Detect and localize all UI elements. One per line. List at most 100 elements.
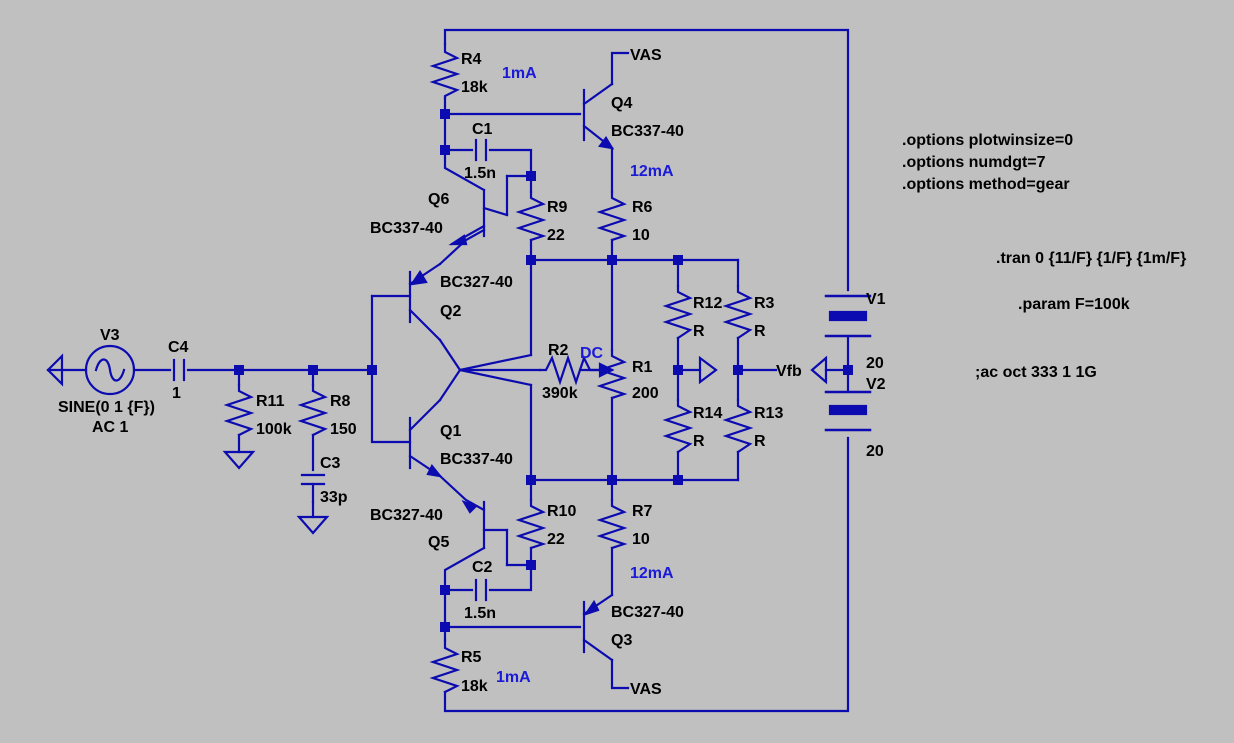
q3-current-note: 12mA — [630, 565, 674, 582]
v2-name: V2 — [866, 376, 886, 393]
C2-body — [474, 578, 488, 602]
directive-opt2: .options numdgt=7 — [902, 154, 1046, 171]
ground-v3 — [46, 353, 64, 387]
directive-param: .param F=100k — [1018, 296, 1130, 313]
c1-name: C1 — [472, 121, 493, 138]
R14-body — [662, 398, 694, 454]
R1-body — [596, 348, 628, 400]
r13-value: R — [754, 433, 766, 450]
r12-name: R12 — [693, 295, 722, 312]
Q2-symbol — [408, 262, 442, 342]
V2-symbol — [824, 368, 872, 432]
r12-value: R — [693, 323, 705, 340]
r2-dc-note: DC — [580, 345, 604, 362]
v3-ac: AC 1 — [92, 419, 129, 436]
q4-model: BC337-40 — [611, 123, 684, 140]
q2-name: Q2 — [440, 303, 461, 320]
Q6-symbol — [448, 188, 509, 246]
r1-name: R1 — [632, 359, 653, 376]
Q3-symbol — [582, 593, 614, 662]
q4-current-note: 12mA — [630, 163, 674, 180]
q4-name: Q4 — [611, 95, 632, 112]
r14-value: R — [693, 433, 705, 450]
C3-body — [300, 473, 326, 504]
r5-current-note: 1mA — [496, 669, 531, 686]
q6-model: BC337-40 — [370, 220, 443, 237]
r10-name: R10 — [547, 503, 576, 520]
Q4-symbol — [582, 82, 615, 150]
r7-name: R7 — [632, 503, 653, 520]
q2-model: BC327-40 — [440, 274, 513, 291]
r11-name: R11 — [256, 393, 285, 410]
r4-current-note: 1mA — [502, 65, 537, 82]
c3-value: 33p — [320, 489, 348, 506]
r4-value: 18k — [461, 79, 488, 96]
r6-value: 10 — [632, 227, 650, 244]
r10-value: 22 — [547, 531, 565, 548]
v3-name: V3 — [100, 327, 120, 344]
Q1-symbol — [408, 398, 443, 478]
r3-value: R — [754, 323, 766, 340]
R2-body — [538, 354, 602, 386]
ground-r11 — [222, 450, 256, 470]
r1-value: 200 — [632, 385, 659, 402]
c2-value: 1.5n — [464, 605, 496, 622]
R5-body — [429, 638, 461, 694]
r9-name: R9 — [547, 199, 568, 216]
q6-name: Q6 — [428, 191, 449, 208]
r14-name: R14 — [693, 405, 722, 422]
r6-name: R6 — [632, 199, 653, 216]
r2-value: 390k — [542, 385, 578, 402]
R3-body — [722, 284, 754, 340]
R13-body — [722, 398, 754, 454]
c1-value: 1.5n — [464, 165, 496, 182]
v1-name: V1 — [866, 291, 886, 308]
c4-name: C4 — [168, 339, 189, 356]
v2-value: 20 — [866, 443, 884, 460]
r8-name: R8 — [330, 393, 351, 410]
ground-r1-wiper — [698, 355, 718, 385]
q1-name: Q1 — [440, 423, 461, 440]
R4-body — [429, 42, 461, 100]
r4-name: R4 — [461, 51, 482, 68]
vas-bottom-label: VAS — [630, 681, 662, 698]
directive-opt3: .options method=gear — [902, 176, 1070, 193]
junctions — [234, 109, 853, 632]
q1-model: BC337-40 — [440, 451, 513, 468]
r5-value: 18k — [461, 678, 488, 695]
q5-name: Q5 — [428, 534, 449, 551]
directive-ac: ;ac oct 333 1 1G — [975, 364, 1097, 381]
r8-value: 150 — [330, 421, 357, 438]
R12-body — [662, 284, 694, 340]
r5-name: R5 — [461, 649, 482, 666]
V1-symbol — [824, 294, 872, 372]
c2-name: C2 — [472, 559, 493, 576]
R11-body — [223, 383, 255, 437]
directive-opt1: .options plotwinsize=0 — [902, 132, 1073, 149]
vfb-flag-arrow — [810, 355, 828, 385]
r2-name: R2 — [548, 342, 569, 359]
q3-model: BC327-40 — [611, 604, 684, 621]
q5-model: BC327-40 — [370, 507, 443, 524]
vfb-label: Vfb — [776, 363, 802, 380]
c4-value: 1 — [172, 385, 181, 402]
labels: R4 18k 1mA VAS Q4 BC337-40 12mA C1 1.5n … — [58, 47, 1186, 698]
r3-name: R3 — [754, 295, 775, 312]
c3-name: C3 — [320, 455, 341, 472]
wires — [46, 28, 850, 713]
v3-value: SINE(0 1 {F}) — [58, 399, 155, 416]
R8-body — [297, 383, 329, 437]
R6-body — [596, 190, 628, 242]
v1-value: 20 — [866, 355, 884, 372]
directive-tran: .tran 0 {11/F} {1/F} {1m/F} — [996, 250, 1186, 267]
C1-body — [474, 138, 488, 162]
r13-name: R13 — [754, 405, 783, 422]
R9-body — [515, 190, 547, 242]
ground-c3 — [296, 515, 330, 535]
V3-symbol — [84, 344, 136, 396]
Q5-symbol — [461, 500, 509, 550]
R7-body — [596, 498, 628, 550]
r7-value: 10 — [632, 531, 650, 548]
q3-name: Q3 — [611, 632, 632, 649]
